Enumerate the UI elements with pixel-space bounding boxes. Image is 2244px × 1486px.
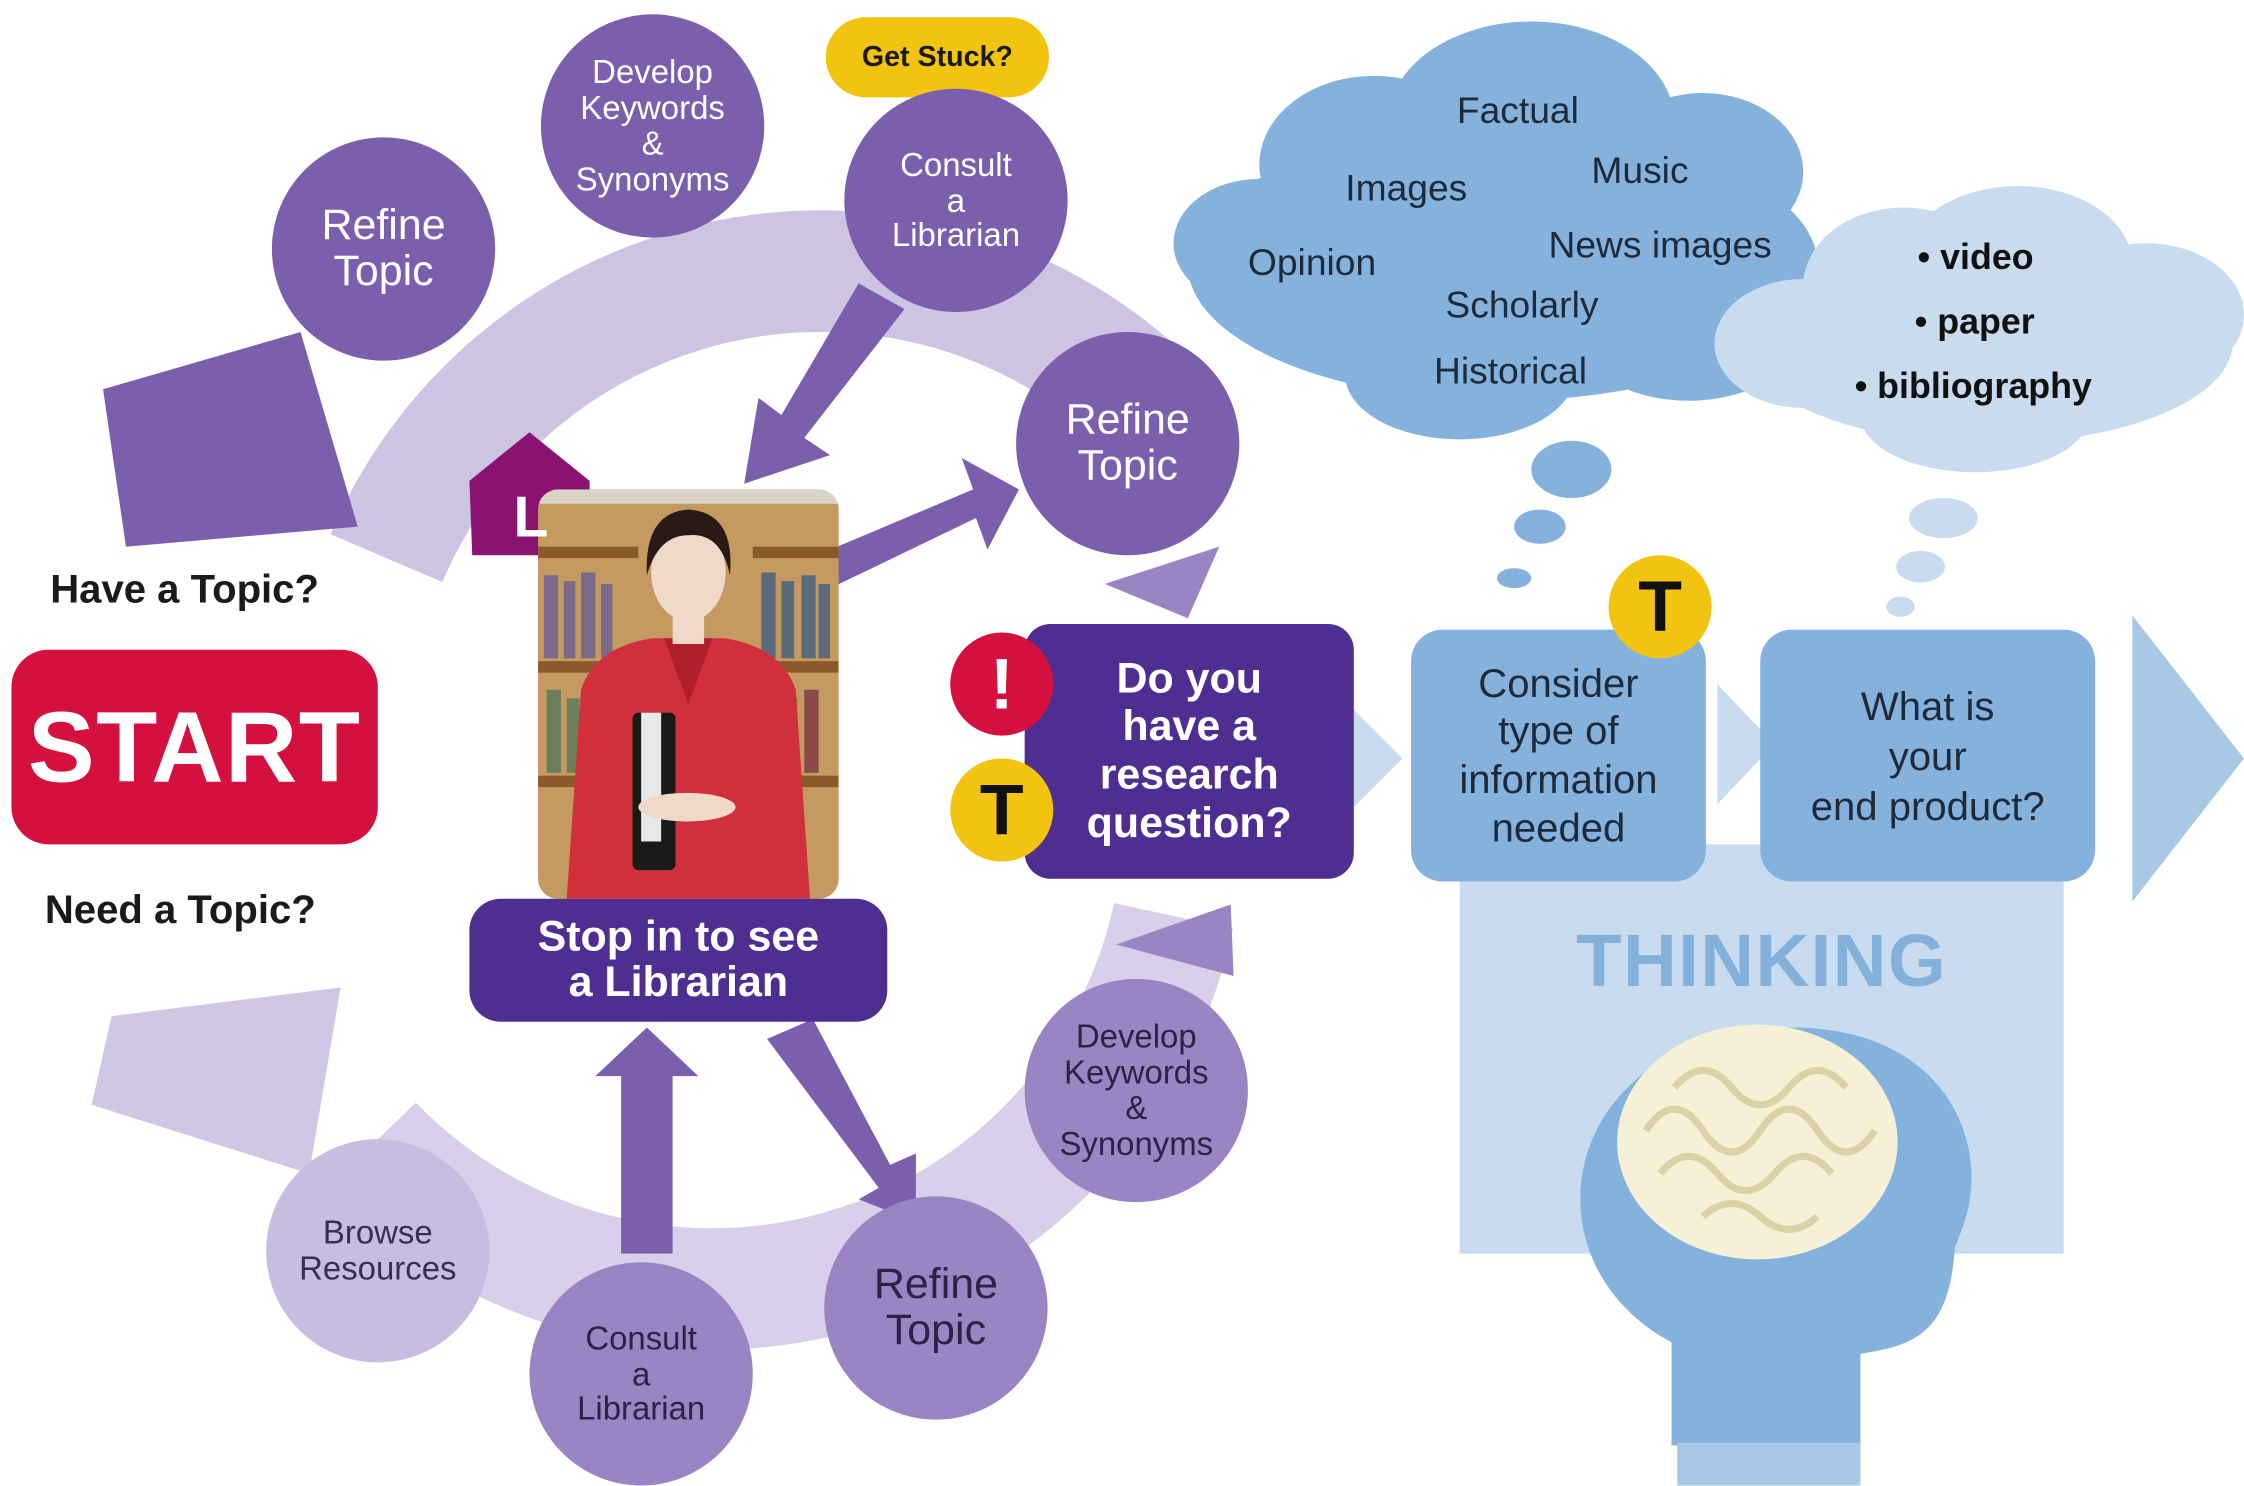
cloud-word-images: Images [1345, 166, 1468, 209]
cloud-word-news-images: News images [1548, 223, 1772, 267]
refine-topic-bottom-node[interactable]: Refine Topic [824, 1196, 1048, 1420]
thought-bubble-a3 [1496, 568, 1532, 589]
arrow-librarian-to-refine [810, 457, 1019, 593]
end-product-box[interactable]: What is your end product? [1760, 629, 2096, 882]
librarian-illustration-art [538, 489, 839, 899]
start-button[interactable]: START [11, 649, 378, 845]
librarian-badge-letter: L [513, 485, 549, 549]
cloud-word-factual: Factual [1456, 88, 1579, 132]
chevron-question-to-consider [1342, 698, 1403, 819]
arrow-consult-to-librarian [744, 283, 905, 484]
refine-topic-top-node[interactable]: Refine Topic [271, 137, 496, 361]
right-pointer-bottom [1116, 904, 1234, 977]
have-topic-label: Have a Topic? [50, 566, 319, 612]
chevron-product-next [2132, 615, 2244, 902]
product-bibliography: • bibliography [1854, 366, 2092, 407]
right-pointer-top [1104, 546, 1220, 619]
t-badge-icon: T [950, 758, 1054, 862]
product-paper: • paper [1914, 301, 2035, 343]
brain-shape [1617, 1024, 1898, 1260]
cycle-ring-top [330, 210, 1219, 583]
consult-librarian-bottom-node[interactable]: Consult a Librarian [529, 1262, 753, 1486]
thought-bubble-b2 [1896, 550, 1945, 583]
head-neck-collar [1677, 1442, 1861, 1486]
cloud-word-opinion: Opinion [1247, 240, 1377, 284]
develop-keywords-top-node[interactable]: Develop Keywords & Synonyms [540, 14, 765, 238]
librarian-illustration [538, 489, 839, 899]
arrow-librarian-to-refine-bottom [767, 1018, 916, 1223]
cloud-products-shape [1714, 186, 2244, 473]
thought-bubble-b3 [1886, 596, 1915, 617]
exclamation-icon: ! [950, 632, 1054, 736]
need-topic-label: Need a Topic? [44, 887, 316, 932]
product-video: • video [1917, 237, 2034, 278]
browse-resources-node[interactable]: Browse Resources [266, 1139, 490, 1363]
cloud-word-historical: Historical [1433, 349, 1587, 393]
stop-in-librarian-button[interactable]: Stop in to see a Librarian [469, 898, 888, 1022]
develop-keywords-bottom-node[interactable]: Develop Keywords & Synonyms [1024, 978, 1248, 1203]
thinking-title: THINKING [1576, 920, 1948, 1004]
get-stuck-badge: Get Stuck? [825, 17, 1049, 98]
research-question-box[interactable]: Do you have a research question? [1024, 623, 1354, 879]
t-badge-consider-icon: T [1608, 555, 1712, 659]
thought-bubble-b1 [1909, 498, 1978, 539]
arrow-up-to-librarian [595, 1027, 699, 1254]
chevron-consider-to-product [1717, 684, 1775, 805]
cloud-word-music: Music [1591, 148, 1689, 192]
cycle-arrowhead-up [103, 332, 358, 547]
cloud-word-scholarly: Scholarly [1445, 283, 1599, 327]
thought-bubble-a2 [1514, 509, 1566, 544]
cycle-arrowhead-down [91, 987, 341, 1174]
cloud-types-shape [1173, 21, 1818, 440]
consult-librarian-top-node[interactable]: Consult a Librarian [844, 88, 1068, 312]
brain-folds [1642, 1067, 1878, 1233]
consider-information-box[interactable]: Consider type of information needed [1411, 629, 1706, 882]
thought-bubble-a1 [1531, 440, 1612, 499]
refine-topic-right-node[interactable]: Refine Topic [1016, 332, 1240, 556]
